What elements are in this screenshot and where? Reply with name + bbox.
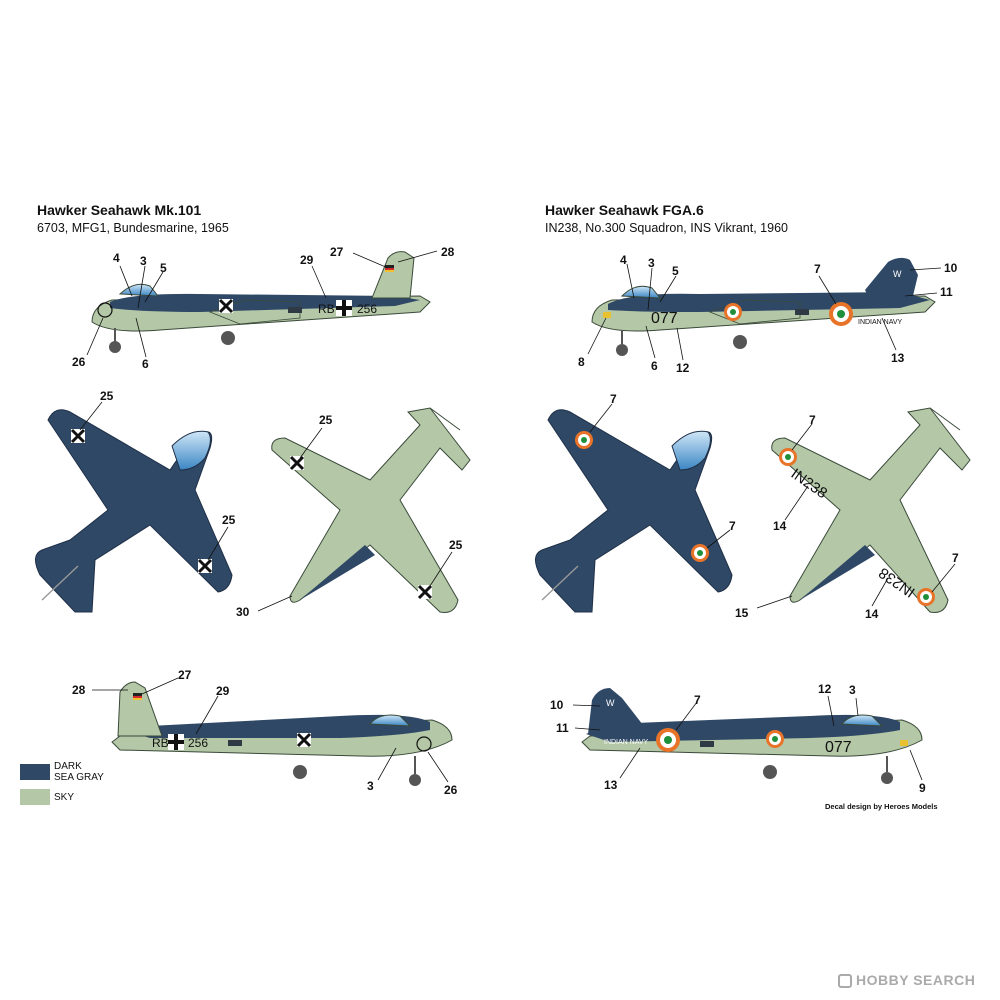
- callout-3b: 3: [367, 779, 374, 793]
- callout-r4: 4: [620, 253, 627, 267]
- right-top-view: [535, 409, 733, 613]
- callout-4: 4: [113, 251, 120, 265]
- callout-r15: 15: [735, 606, 749, 620]
- callout-r7c: 7: [729, 519, 736, 533]
- callout-r7b: 7: [610, 392, 617, 406]
- callout-25b: 25: [222, 513, 236, 527]
- watermark: HOBBY SEARCH: [838, 972, 975, 988]
- legend-swatch-sky: [20, 789, 50, 805]
- callout-25: 25: [100, 389, 114, 403]
- callout-r14: 14: [773, 519, 787, 533]
- callout-r3: 3: [648, 256, 655, 270]
- callout-r12b: 12: [818, 682, 832, 696]
- left-top-view-callouts: 25 25: [79, 389, 236, 561]
- callout-27: 27: [330, 245, 344, 259]
- right-fuselage-text-b: INDIAN NAVY: [604, 739, 649, 746]
- callout-5: 5: [160, 261, 167, 275]
- legend-swatch-dark-sea-gray: [20, 764, 50, 780]
- left-code-number-b: 256: [188, 736, 208, 750]
- right-subtitle: IN238, No.300 Squadron, INS Vikrant, 196…: [545, 221, 788, 235]
- callout-r10: 10: [944, 261, 958, 275]
- callout-r11: 11: [940, 285, 953, 299]
- callout-r13b: 13: [604, 778, 618, 792]
- callout-r6: 6: [651, 359, 658, 373]
- left-side-profile-bottom: RB 256: [111, 681, 453, 786]
- watermark-logo-icon: [838, 974, 852, 988]
- callout-r8: 8: [578, 355, 585, 369]
- callout-r7e: 7: [952, 551, 959, 565]
- callout-r7f: 7: [694, 693, 701, 707]
- left-subtitle: 6703, MFG1, Bundesmarine, 1965: [37, 221, 229, 235]
- legend-label-dark-sea-gray: DARK SEA GRAY: [54, 761, 104, 783]
- callout-r12: 12: [676, 361, 690, 375]
- left-code-prefix: RB: [318, 302, 335, 316]
- right-side-top-callouts: 4 3 5 7 10 11 8 6 12 13: [578, 253, 958, 375]
- left-code-prefix-b: RB: [152, 736, 169, 750]
- left-bottom-view-callouts: 25 30 25: [236, 413, 463, 619]
- callout-25c: 25: [319, 413, 333, 427]
- right-tail-letter: W: [893, 269, 902, 279]
- callout-r7d: 7: [809, 413, 816, 427]
- callout-r13: 13: [891, 351, 905, 365]
- callout-r10b: 10: [550, 698, 564, 712]
- callout-26: 26: [72, 355, 86, 369]
- callout-r9: 9: [919, 781, 926, 795]
- left-code-number: 256: [357, 302, 377, 316]
- callout-25d: 25: [449, 538, 463, 552]
- legend-label-sky: SKY: [54, 792, 75, 803]
- left-side-top-callouts: 4 3 5 26 6 29 27 28: [72, 245, 455, 371]
- callout-29b: 29: [216, 684, 230, 698]
- right-title: Hawker Seahawk FGA.6: [545, 202, 704, 218]
- callout-r3b: 3: [849, 683, 856, 697]
- callout-26b: 26: [444, 783, 458, 797]
- left-bottom-view: [271, 407, 471, 613]
- callout-29: 29: [300, 253, 314, 267]
- callout-r11b: 11: [556, 721, 569, 735]
- right-nose-number: 077: [651, 310, 678, 327]
- left-side-profile-top: RB 256: [91, 251, 431, 353]
- callout-r5: 5: [672, 264, 679, 278]
- callout-3: 3: [140, 254, 147, 268]
- left-title: Hawker Seahawk Mk.101: [37, 202, 202, 218]
- right-side-bottom-callouts: 10 7 11 13 12 3 9: [550, 682, 926, 795]
- left-side-bottom-callouts: 28 27 29 3 26: [72, 668, 458, 797]
- right-nose-number-b: 077: [825, 739, 852, 756]
- right-bottom-view-callouts: 7 14 7 15 14: [735, 413, 959, 621]
- callout-6: 6: [142, 357, 149, 371]
- right-side-profile-bottom: 077 W INDIAN NAVY: [581, 688, 923, 784]
- callout-28: 28: [441, 245, 455, 259]
- callout-r14b: 14: [865, 607, 879, 621]
- callout-30: 30: [236, 605, 250, 619]
- left-top-view: [35, 409, 233, 613]
- right-side-profile-top: 077 W INDIAN NAVY: [591, 257, 936, 356]
- design-credit: Decal design by Heroes Models: [825, 802, 938, 811]
- right-tail-letter-b: W: [606, 698, 615, 708]
- callout-28b: 28: [72, 683, 86, 697]
- callout-27b: 27: [178, 668, 192, 682]
- right-top-view-callouts: 7 7: [589, 392, 736, 549]
- right-fuselage-text: INDIAN NAVY: [858, 319, 903, 326]
- callout-r7: 7: [814, 262, 821, 276]
